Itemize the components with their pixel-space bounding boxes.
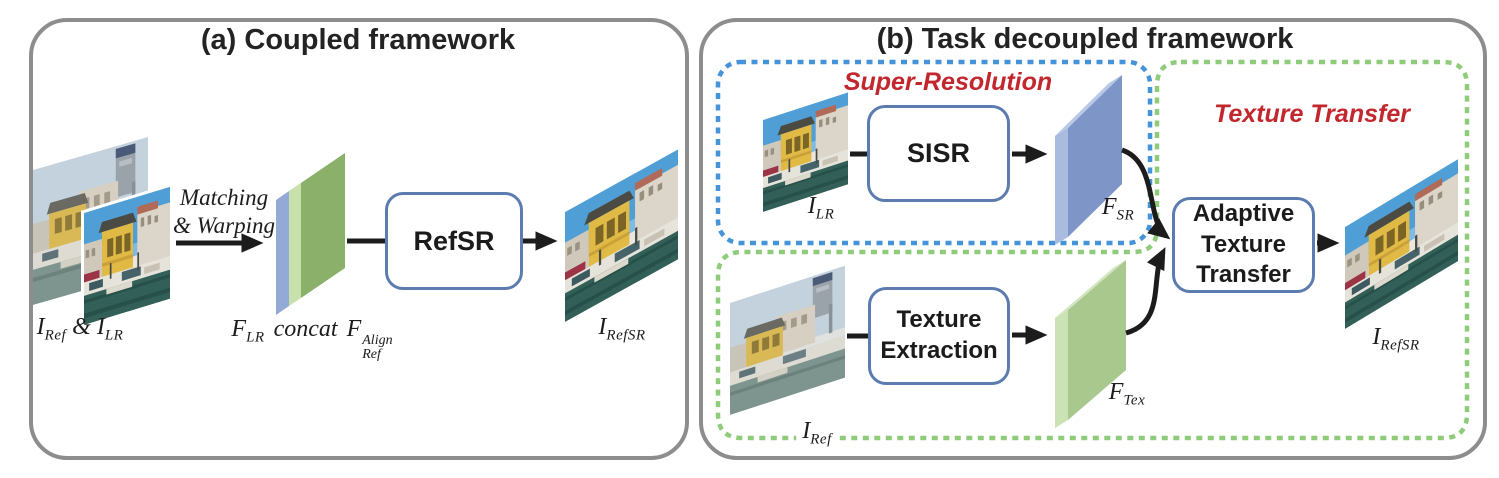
adaptive-texture-transfer-box: Adaptive Texture Transfer — [1172, 197, 1315, 293]
ilr-label-b: ILR — [807, 193, 835, 223]
ftex-to-adaptive-curve-arrow — [1125, 247, 1166, 336]
texture-extraction-box: Texture Extraction — [868, 287, 1010, 385]
matching-warping-label: Matching & Warping — [172, 185, 276, 238]
panel-b-title: (b) Task decoupled framework — [876, 23, 1294, 55]
feature-slab-concat — [276, 146, 355, 315]
super-resolution-region-outline — [715, 59, 1153, 246]
refsr-output-photo-a — [565, 149, 678, 322]
texture-transfer-region-label: Texture Transfer — [1214, 100, 1410, 128]
ilr-photo-a — [81, 182, 173, 329]
sisr-box: SISR — [867, 105, 1010, 202]
refsr-output-photo-b — [1345, 159, 1458, 329]
panel-a-title: (a) Coupled framework — [200, 24, 516, 56]
iref-photo-b — [730, 265, 845, 415]
ftex-feature-slab — [1055, 260, 1126, 428]
fsr-feature-slab — [1055, 75, 1122, 245]
panel-b-border — [699, 18, 1487, 460]
output-image-label-b: IRefSR — [1372, 324, 1420, 354]
ilr-photo-b — [763, 92, 848, 212]
super-resolution-region-label: Super-Resolution — [843, 68, 1053, 96]
fsr-label: FSR — [1101, 194, 1135, 224]
ftex-label: FTex — [1108, 379, 1146, 409]
output-image-label-a: IRefSR — [598, 314, 646, 344]
fsr-to-adaptive-curve-arrow — [1121, 147, 1171, 240]
iref-label-b: IRef — [796, 418, 838, 449]
refsr-box: RefSR — [385, 192, 523, 290]
input-images-label: IRef & ILR — [36, 314, 124, 344]
panel-a-border — [29, 18, 689, 460]
